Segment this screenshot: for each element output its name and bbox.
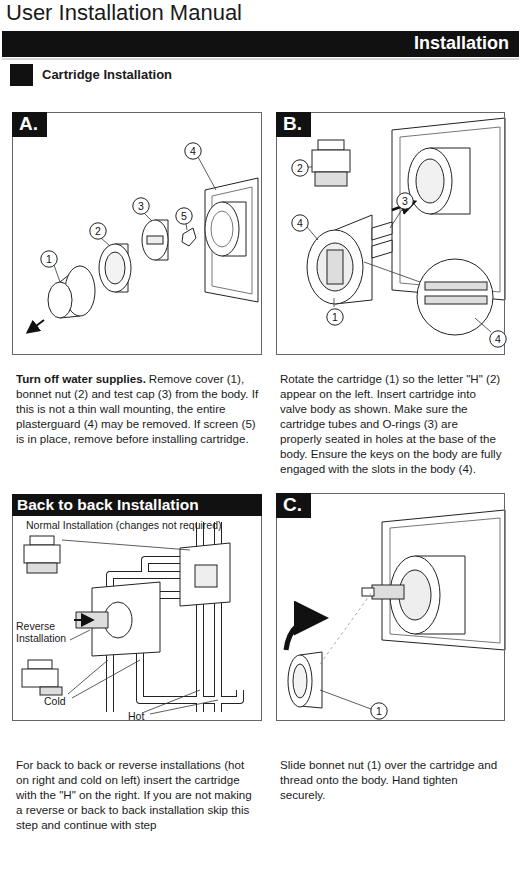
panel-b-drawing	[307, 118, 505, 335]
header-bar	[2, 31, 519, 57]
panel-a-drawing	[28, 157, 258, 332]
callout-number: 2	[89, 222, 107, 240]
callout-circle: 2	[291, 159, 309, 177]
header-label: Installation	[414, 33, 509, 54]
section-heading: Back to back Installation	[12, 494, 262, 516]
step-panel: Back to back Installation	[12, 515, 262, 721]
callout-number: 1	[326, 308, 344, 326]
callout-circle: 3	[396, 192, 414, 210]
figure-label: Cold	[44, 695, 84, 707]
callout-circle: 5	[175, 207, 193, 225]
step-letter: B.	[276, 112, 311, 137]
figure-label: Normal Installation (changes not require…	[26, 519, 256, 531]
callout-number: 5	[175, 207, 193, 225]
step-panel: A. 1 2 3 4 5	[12, 112, 262, 355]
warning-text: Turn off water supplies.	[16, 372, 146, 385]
step-letter: C.	[276, 493, 311, 518]
step-panel: B. 2 3 4 1 4	[276, 112, 505, 355]
callout-number: 3	[132, 197, 150, 215]
section-title: Cartridge Installation	[42, 67, 172, 82]
figure-label: Reverse Installation	[16, 620, 78, 644]
page-title: User Installation Manual	[6, 0, 242, 26]
instruction-text: For back to back or reverse installation…	[16, 757, 260, 832]
step-letter: A.	[12, 112, 47, 137]
callout-number: 2	[291, 159, 309, 177]
callout-number: 1	[370, 702, 388, 720]
callout-circle: 1	[40, 250, 58, 268]
callout-circle: 4	[291, 214, 309, 232]
callout-circle: 1	[326, 308, 344, 326]
instruction-text: Rotate the cartridge (1) so the letter "…	[280, 371, 502, 476]
panel-c-drawing	[286, 510, 505, 709]
step-text: Turn off water supplies.Remove cover (1)…	[16, 371, 260, 446]
callout-circle: 4	[184, 142, 202, 160]
callout-number: 4	[489, 330, 507, 348]
callout-number: 4	[184, 142, 202, 160]
callout-circle: 3	[132, 197, 150, 215]
back-to-back-drawing	[22, 522, 240, 714]
callout-circle: 1	[370, 702, 388, 720]
figure-label: Hot	[128, 710, 158, 722]
section-square	[10, 64, 33, 86]
callout-number: 4	[291, 214, 309, 232]
callout-number: 1	[40, 250, 58, 268]
instruction-text: Slide bonnet nut (1) over the cartridge …	[280, 757, 502, 802]
callout-number: 3	[396, 192, 414, 210]
step-panel: C. 1	[276, 493, 505, 721]
callout-circle: 2	[89, 222, 107, 240]
callout-circle: 4	[489, 330, 507, 348]
